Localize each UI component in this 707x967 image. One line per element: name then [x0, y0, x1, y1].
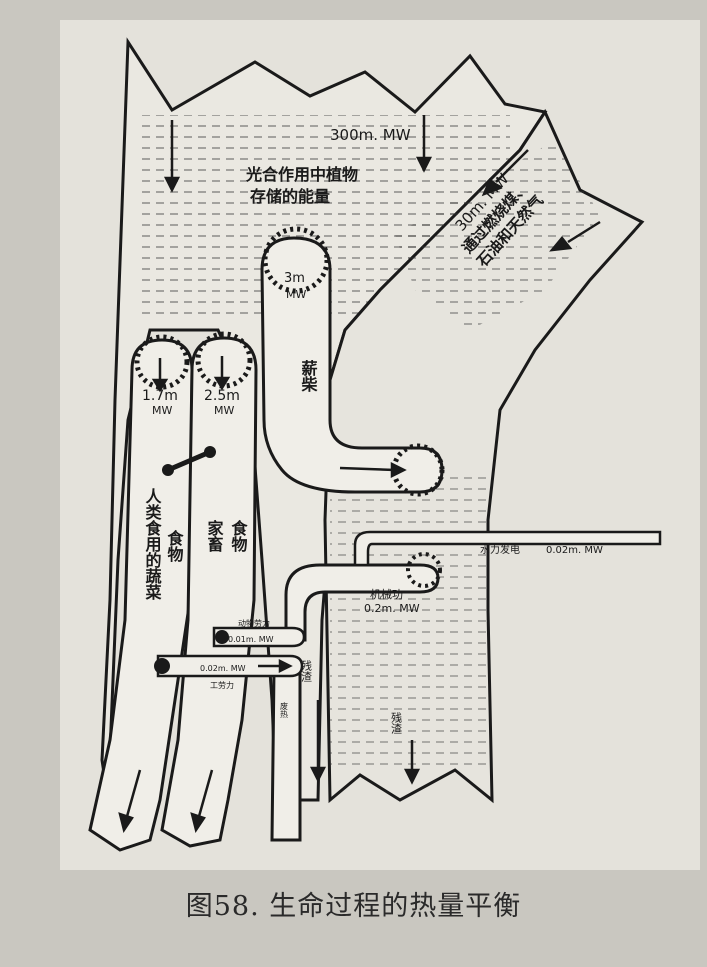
body-waste-label: 废热 — [280, 701, 289, 719]
animal-power-value: 0.01m. MW — [228, 635, 274, 644]
firewood-value-bottom: MW — [286, 288, 306, 301]
firewood-label: 薪柴 — [299, 360, 319, 393]
human-food-value-top: 1.7m — [142, 388, 178, 404]
residue-label-2: 残渣 — [390, 711, 403, 734]
animal-power-label: 动物劳力 — [238, 618, 270, 628]
livestock-label-col1: 家畜 — [205, 519, 224, 553]
main-value-label: 300m. MW — [330, 126, 411, 144]
figure-caption: 图58. 生命过程的热量平衡 — [0, 884, 707, 923]
human-labor-value: 0.02m. MW — [200, 664, 246, 673]
animal-power-node — [215, 630, 229, 644]
machine-line1: 机械功 — [370, 587, 403, 601]
residue-label-1: 残渣 — [300, 659, 313, 682]
human-food-label-col2: 食物 — [165, 529, 185, 563]
hydro-label: 水力发电 — [480, 543, 520, 556]
residue-column — [272, 670, 300, 840]
main-desc-line1: 光合作用中植物 — [245, 165, 358, 184]
connector-node-left — [162, 464, 174, 476]
livestock-value-top: 2.5m — [204, 388, 240, 404]
human-labor-label: 工劳力 — [210, 680, 234, 690]
livestock-label-col2: 食物 — [229, 519, 249, 553]
human-labor-node — [154, 658, 170, 674]
firewood-value-top: 3m — [284, 271, 305, 286]
human-food-value-bottom: MW — [152, 404, 172, 417]
main-desc-line2: 存储的能量 — [250, 187, 330, 206]
machine-line2: 0.2m. MW — [364, 602, 420, 615]
lower-hatch — [330, 470, 490, 770]
livestock-value-bottom: MW — [214, 404, 234, 417]
hydro-value: 0.02m. MW — [546, 545, 603, 556]
connector-node-right — [204, 446, 216, 458]
human-food-label-col1: 人类食用的蔬菜 — [143, 488, 163, 601]
